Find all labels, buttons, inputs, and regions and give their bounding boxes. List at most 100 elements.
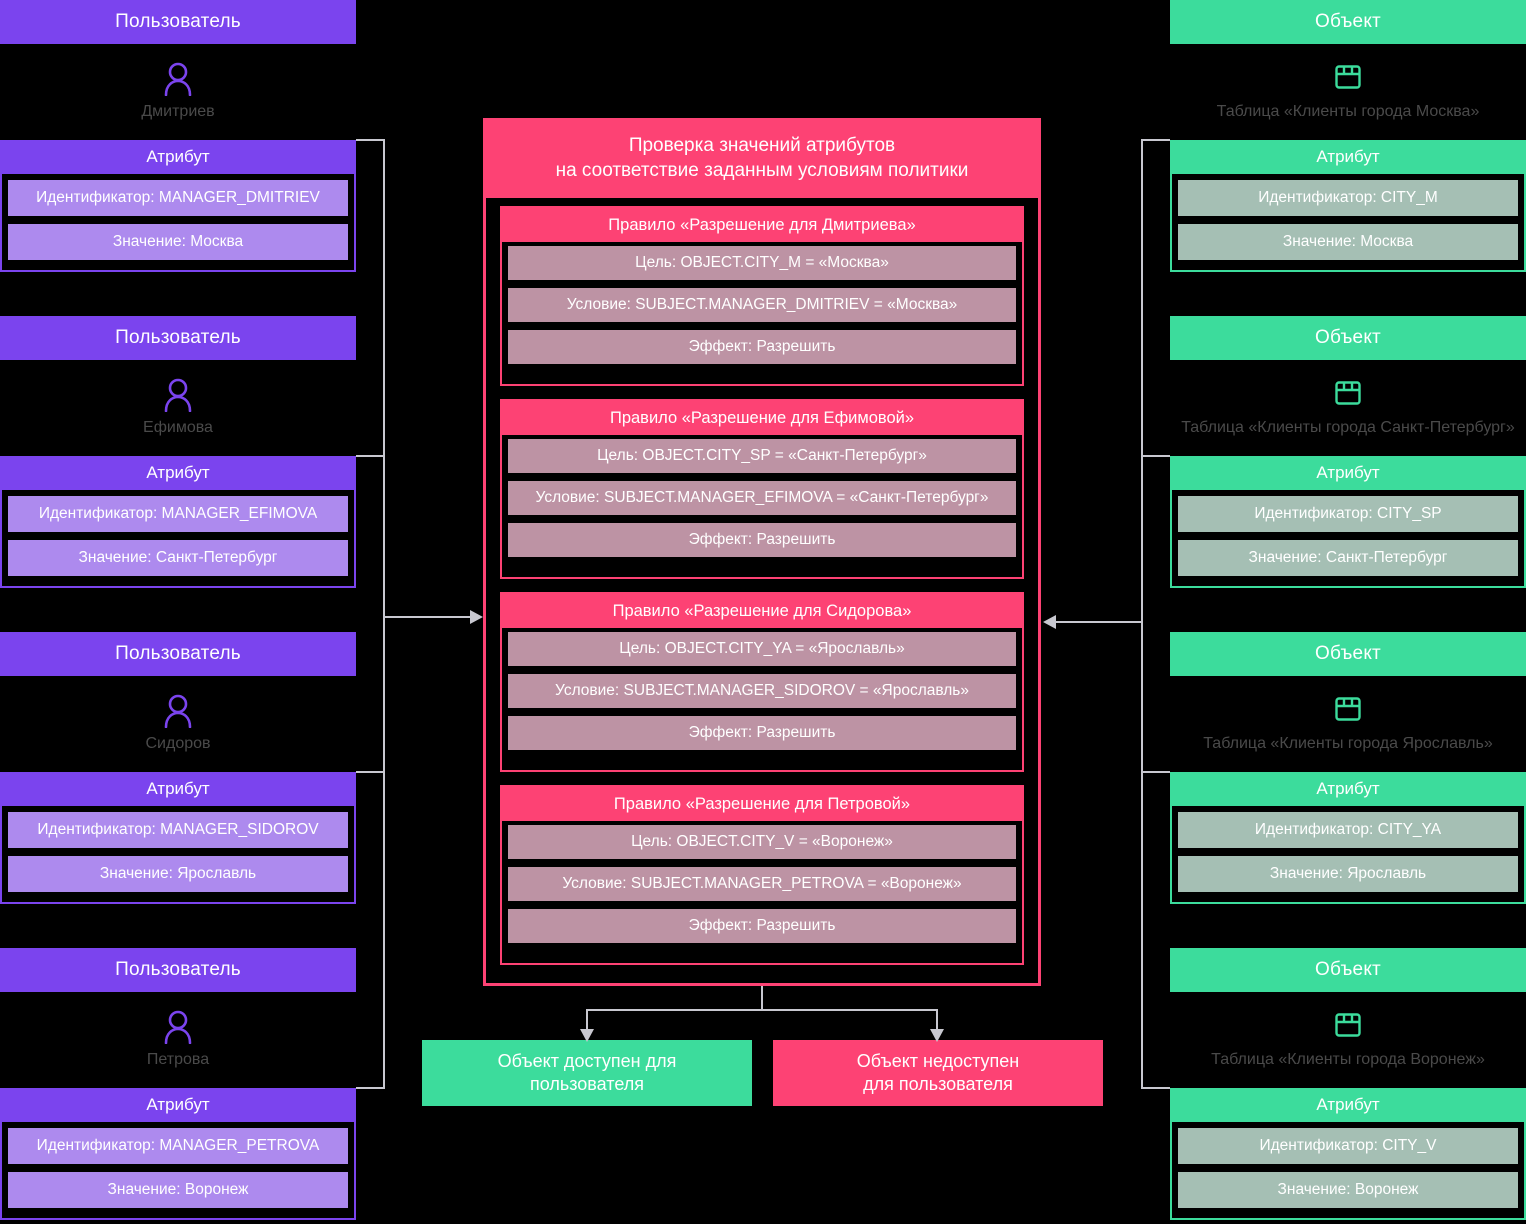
attribute-list: Идентификатор: CITY_V Значение: Воронеж: [1170, 1128, 1526, 1208]
user-card-body: Ефимова: [0, 360, 356, 456]
attribute-value: Значение: Москва: [8, 224, 348, 260]
arrow-head-to-policy-left: [470, 610, 483, 624]
person-icon: [163, 694, 193, 728]
rule-petrova[interactable]: Правило «Разрешение для Петровой» Цель: …: [500, 785, 1024, 965]
attribute-header: Атрибут: [1170, 772, 1526, 806]
rule-target: Цель: OBJECT.CITY_YA = «Ярославль»: [508, 632, 1016, 666]
user-card-header: Пользователь: [0, 0, 356, 44]
attribute-list: Идентификатор: CITY_M Значение: Москва: [1170, 180, 1526, 260]
user-name: Петрова: [146, 1051, 210, 1068]
attribute-header: Атрибут: [0, 1088, 356, 1122]
user-name: Ефимова: [143, 419, 213, 436]
user-name: Дмитриев: [141, 103, 215, 120]
rule-rows: Цель: OBJECT.CITY_M = «Москва» Условие: …: [508, 246, 1016, 364]
person-icon: [163, 1010, 193, 1044]
arrow-head-outcome-deny: [930, 1029, 944, 1042]
connector-object-yaroslavl: [1141, 771, 1170, 773]
user-card-header: Пользователь: [0, 632, 356, 676]
rule-title: Правило «Разрешение для Ефимовой»: [502, 401, 1022, 435]
arrow-head-to-policy-right: [1043, 615, 1056, 629]
object-card-header: Объект: [1170, 948, 1526, 992]
rule-title: Правило «Разрешение для Сидорова»: [502, 594, 1022, 628]
connector-object-to-policy: [1056, 621, 1143, 623]
connector-user-bus: [383, 139, 385, 1089]
object-card-yaroslavl[interactable]: Объект Таблица «Клиенты города Ярославль…: [1170, 632, 1526, 904]
connector-outcome-bus: [586, 1009, 938, 1011]
user-card-body: Сидоров: [0, 676, 356, 772]
rule-target: Цель: OBJECT.CITY_SP = «Санкт-Петербург»: [508, 439, 1016, 473]
object-card-spb[interactable]: Объект Таблица «Клиенты города Санкт-Пет…: [1170, 316, 1526, 588]
attribute-header: Атрибут: [0, 140, 356, 174]
rule-rows: Цель: OBJECT.CITY_V = «Воронеж» Условие:…: [508, 825, 1016, 943]
attribute-identifier: Идентификатор: CITY_V: [1178, 1128, 1518, 1164]
user-card-sidorov[interactable]: Пользователь Сидоров Атрибут Идентификат…: [0, 632, 356, 904]
attribute-list: Идентификатор: CITY_SP Значение: Санкт-П…: [1170, 496, 1526, 576]
user-card-body: Дмитриев: [0, 44, 356, 140]
connector-outcome-allow: [586, 1009, 588, 1031]
attribute-list: Идентификатор: CITY_YA Значение: Ярослав…: [1170, 812, 1526, 892]
rule-target: Цель: OBJECT.CITY_M = «Москва»: [508, 246, 1016, 280]
rule-effect: Эффект: Разрешить: [508, 909, 1016, 943]
object-card-header: Объект: [1170, 316, 1526, 360]
user-name: Сидоров: [145, 735, 211, 752]
user-card-header: Пользователь: [0, 316, 356, 360]
rule-sidorov[interactable]: Правило «Разрешение для Сидорова» Цель: …: [500, 592, 1024, 772]
rule-dmitriev[interactable]: Правило «Разрешение для Дмитриева» Цель:…: [500, 206, 1024, 386]
rule-condition: Условие: SUBJECT.MANAGER_SIDOROV = «Ярос…: [508, 674, 1016, 708]
object-card-moscow[interactable]: Объект Таблица «Клиенты города Москва» А…: [1170, 0, 1526, 272]
attribute-header: Атрибут: [1170, 140, 1526, 174]
attribute-value: Значение: Ярославль: [8, 856, 348, 892]
attribute-identifier: Идентификатор: MANAGER_PETROVA: [8, 1128, 348, 1164]
object-card-header: Объект: [1170, 632, 1526, 676]
table-icon: [1334, 695, 1362, 728]
rule-effect: Эффект: Разрешить: [508, 716, 1016, 750]
object-card-body: Таблица «Клиенты города Москва»: [1170, 44, 1526, 140]
attribute-identifier: Идентификатор: CITY_M: [1178, 180, 1518, 216]
person-icon: [163, 62, 193, 96]
attribute-header: Атрибут: [0, 456, 356, 490]
connector-object-spb: [1141, 455, 1170, 457]
object-card-header: Объект: [1170, 0, 1526, 44]
rule-condition: Условие: SUBJECT.MANAGER_DMITRIEV = «Мос…: [508, 288, 1016, 322]
user-card-efimova[interactable]: Пользователь Ефимова Атрибут Идентификат…: [0, 316, 356, 588]
attribute-header: Атрибут: [1170, 456, 1526, 490]
rule-condition: Условие: SUBJECT.MANAGER_EFIMOVA = «Санк…: [508, 481, 1016, 515]
rule-title: Правило «Разрешение для Дмитриева»: [502, 208, 1022, 242]
attribute-identifier: Идентификатор: MANAGER_SIDOROV: [8, 812, 348, 848]
user-card-dmitriev[interactable]: Пользователь Дмитриев Атрибут Идентифика…: [0, 0, 356, 272]
policy-rule-list: Правило «Разрешение для Дмитриева» Цель:…: [500, 206, 1024, 974]
object-card-voronezh[interactable]: Объект Таблица «Клиенты города Воронеж» …: [1170, 948, 1526, 1220]
attribute-header: Атрибут: [1170, 1088, 1526, 1122]
rule-title: Правило «Разрешение для Петровой»: [502, 787, 1022, 821]
rule-efimova[interactable]: Правило «Разрешение для Ефимовой» Цель: …: [500, 399, 1024, 579]
rule-effect: Эффект: Разрешить: [508, 523, 1016, 557]
attribute-value: Значение: Ярославль: [1178, 856, 1518, 892]
object-card-body: Таблица «Клиенты города Ярославль»: [1170, 676, 1526, 772]
connector-user-to-policy: [383, 616, 470, 618]
attribute-value: Значение: Воронеж: [1178, 1172, 1518, 1208]
attribute-value: Значение: Санкт-Петербург: [8, 540, 348, 576]
attribute-value: Значение: Москва: [1178, 224, 1518, 260]
user-card-petrova[interactable]: Пользователь Петрова Атрибут Идентификат…: [0, 948, 356, 1220]
rule-effect: Эффект: Разрешить: [508, 330, 1016, 364]
attribute-value: Значение: Санкт-Петербург: [1178, 540, 1518, 576]
connector-user-petrova: [356, 1087, 385, 1089]
attribute-list: Идентификатор: MANAGER_EFIMOVA Значение:…: [0, 496, 356, 576]
rule-target: Цель: OBJECT.CITY_V = «Воронеж»: [508, 825, 1016, 859]
object-name: Таблица «Клиенты города Ярославль»: [1203, 734, 1493, 752]
attribute-identifier: Идентификатор: MANAGER_EFIMOVA: [8, 496, 348, 532]
connector-policy-stem: [761, 986, 763, 1010]
connector-object-moscow: [1141, 139, 1170, 141]
attribute-identifier: Идентификатор: CITY_SP: [1178, 496, 1518, 532]
rule-rows: Цель: OBJECT.CITY_SP = «Санкт-Петербург»…: [508, 439, 1016, 557]
rule-rows: Цель: OBJECT.CITY_YA = «Ярославль» Услов…: [508, 632, 1016, 750]
attribute-value: Значение: Воронеж: [8, 1172, 348, 1208]
attribute-list: Идентификатор: MANAGER_SIDOROV Значение:…: [0, 812, 356, 892]
connector-user-sidorov: [356, 771, 385, 773]
connector-user-efimova: [356, 455, 385, 457]
